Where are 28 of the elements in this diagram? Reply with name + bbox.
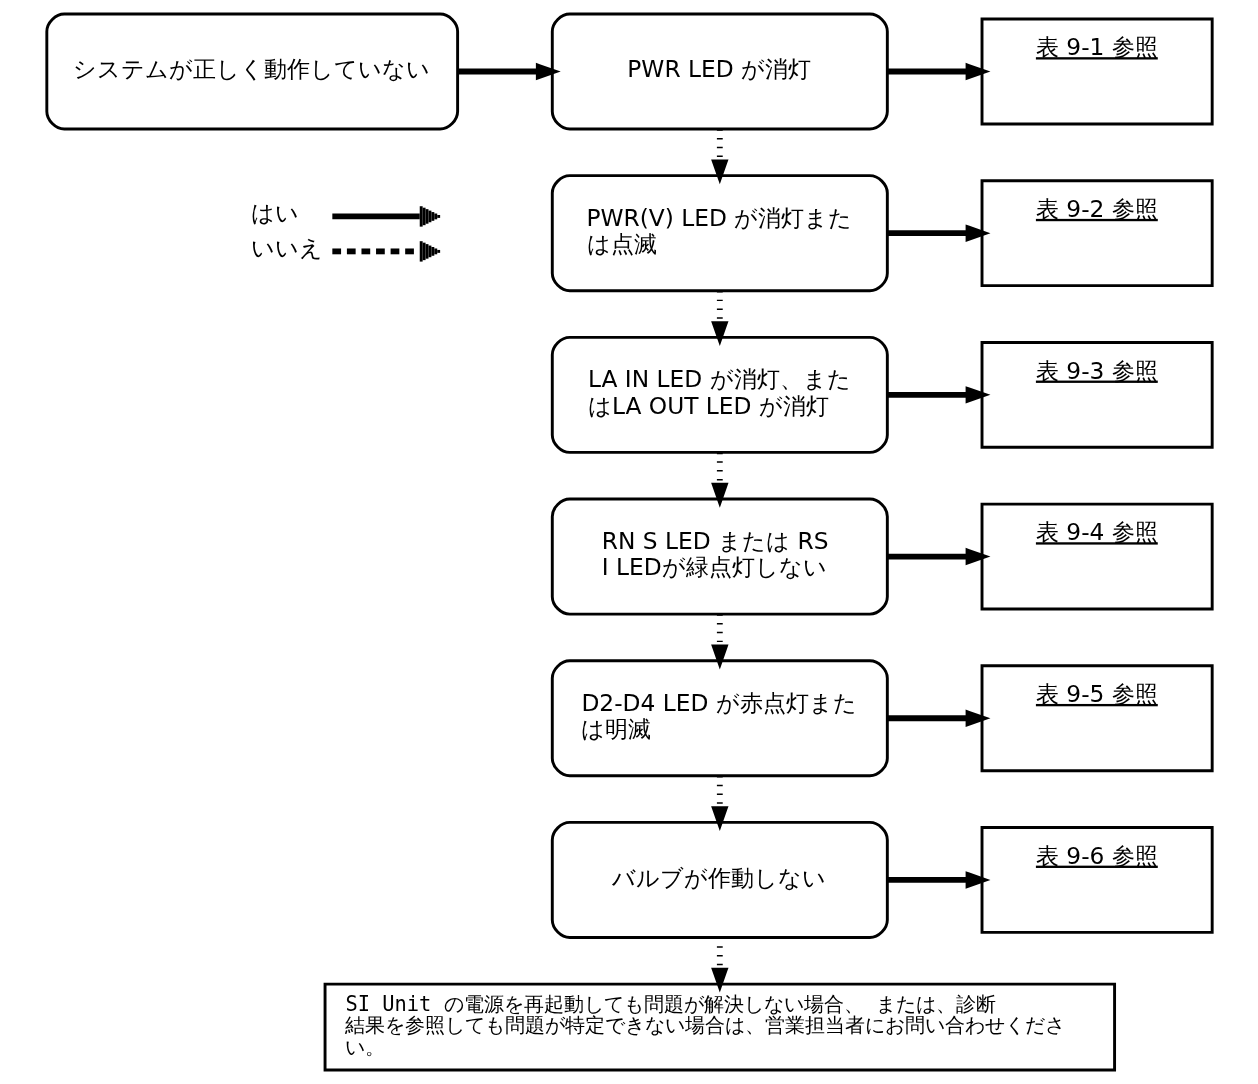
arrow [886, 871, 990, 889]
arrow [710, 614, 728, 670]
node-box: 表 9-4 参照 [980, 502, 1214, 611]
arrow [886, 547, 990, 566]
arrow [710, 291, 728, 346]
node-box: LA IN LED が消灯、またはLA OUT LED が消灯 [550, 335, 889, 454]
node-box: 表 9-1 参照 [980, 17, 1214, 126]
arrow [710, 452, 728, 508]
node-box: 表 9-6 参照 [980, 826, 1214, 934]
legend-label: はい [250, 199, 299, 227]
arrow [457, 62, 561, 81]
legend-label: いいえ [250, 234, 323, 262]
node-box: 表 9-3 参照 [980, 340, 1214, 449]
node-box: RN S LED または RS I LEDが緑点灯しない [550, 497, 889, 616]
node-box: 表 9-2 参照 [980, 179, 1214, 288]
arrow [886, 224, 990, 242]
arrow [886, 386, 990, 404]
arrow [710, 129, 728, 185]
arrow [886, 62, 990, 81]
arrow [886, 709, 990, 727]
node-box: システムが正しく動作していない [44, 12, 459, 131]
node-box: PWR(V) LED が消灯または点滅 [550, 174, 889, 293]
node-box: PWR LED が消灯 [550, 12, 889, 131]
node-box: SI Unit の電源を再起動しても問題が解決しない場合、 または、診断結果を参照しても問題が特定できない場合は、営業担当者にお問い合わせください。 [323, 982, 1116, 1072]
arrow [710, 776, 728, 832]
node-box: D2-D4 LED が赤点灯または明滅 [550, 659, 889, 778]
node-box: 表 9-5 参照 [980, 664, 1214, 773]
node-box: バルブが作動しない [550, 820, 889, 939]
